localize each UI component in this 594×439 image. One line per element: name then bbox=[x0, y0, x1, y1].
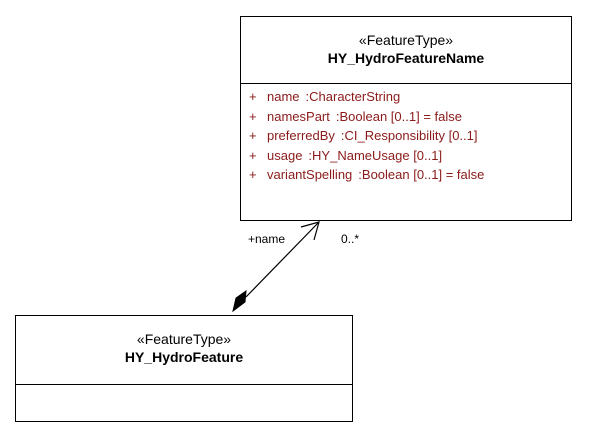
stereotype-label: «FeatureType» bbox=[358, 32, 454, 48]
class-name: HY_HydroFeatureName bbox=[327, 50, 485, 66]
attribute-type: :CharacterString bbox=[305, 89, 401, 104]
composition-diamond bbox=[232, 289, 247, 313]
class-name: HY_HydroFeature bbox=[124, 349, 244, 365]
attribute-name: variantSpelling bbox=[267, 167, 353, 182]
class-header: «FeatureType» HY_HydroFeature bbox=[16, 316, 352, 385]
attribute-row[interactable]: + preferredBy :CI_Responsibility [0..1] bbox=[241, 126, 571, 146]
attribute-name: usage bbox=[267, 147, 303, 163]
visibility-marker: + bbox=[249, 89, 257, 104]
attribute-type: :Boolean [0..1] = false bbox=[335, 108, 462, 124]
association-multiplicity-label: 0..* bbox=[341, 232, 360, 246]
class-header: «FeatureType» HY_HydroFeatureName bbox=[241, 17, 571, 84]
visibility-marker: + bbox=[249, 147, 257, 163]
attribute-type: :CI_Responsibility [0..1] bbox=[340, 128, 478, 143]
attribute-name: namesPart bbox=[267, 108, 330, 124]
visibility-marker: + bbox=[249, 167, 257, 182]
visibility-marker: + bbox=[249, 128, 257, 143]
attribute-row[interactable]: + name :CharacterString bbox=[241, 87, 571, 107]
attribute-type: :HY_NameUsage [0..1] bbox=[308, 147, 443, 163]
association-role-label: +name bbox=[248, 232, 286, 246]
attribute-name: name bbox=[267, 89, 300, 104]
attribute-row[interactable]: + usage :HY_NameUsage [0..1] bbox=[241, 146, 571, 166]
navigability-arrowhead bbox=[300, 221, 320, 241]
attribute-type: :Boolean [0..1] = false bbox=[358, 167, 485, 182]
class-hy-hydrofeature[interactable]: «FeatureType» HY_HydroFeature bbox=[15, 315, 353, 422]
attribute-name: preferredBy bbox=[267, 128, 335, 143]
attribute-row[interactable]: + variantSpelling :Boolean [0..1] = fals… bbox=[241, 165, 571, 185]
stereotype-label: «FeatureType» bbox=[136, 331, 232, 347]
visibility-marker: + bbox=[249, 108, 257, 124]
attribute-list: + name :CharacterString + namesPart :Boo… bbox=[241, 84, 571, 185]
attribute-row[interactable]: + namesPart :Boolean [0..1] = false bbox=[241, 107, 571, 127]
class-hy-hydrofeaturename[interactable]: «FeatureType» HY_HydroFeatureName + name… bbox=[240, 16, 572, 221]
